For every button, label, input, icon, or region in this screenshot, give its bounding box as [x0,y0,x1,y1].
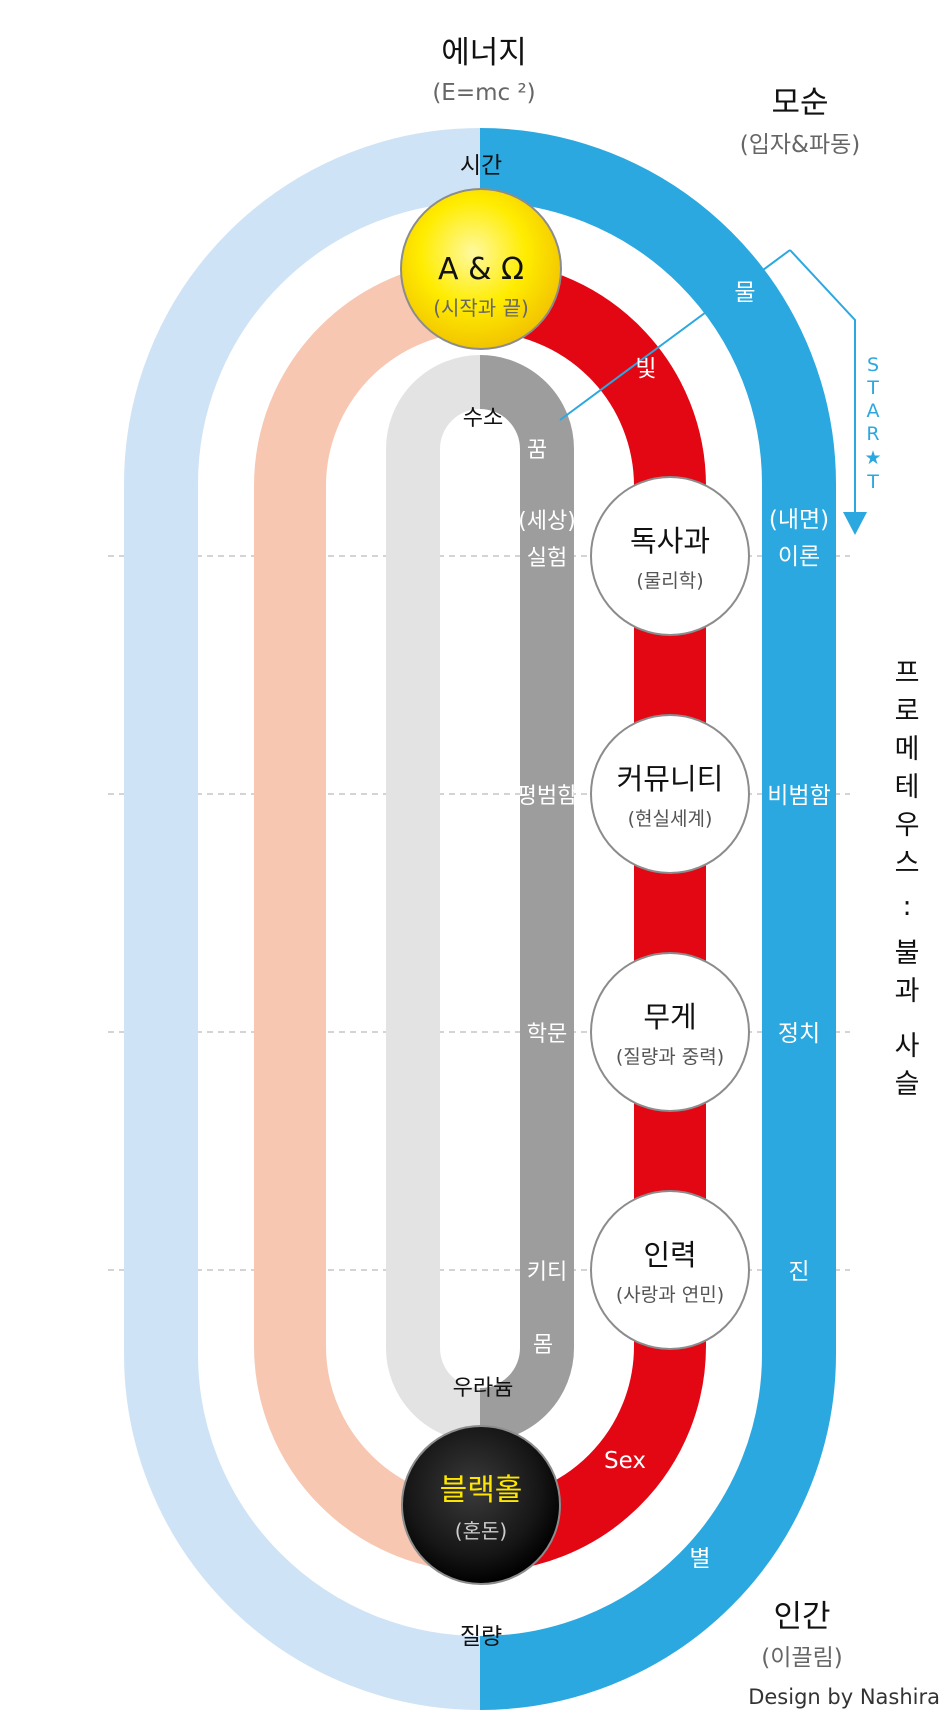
alpha-omega-subtitle: (시작과 끝) [433,296,529,320]
start-letter: A [867,400,880,422]
node-subtitle-2: (현실세계) [628,808,713,830]
truth-label: 진 [788,1259,809,1285]
start-arrow-line [789,249,856,520]
start-label: S T A R ★ T [864,354,881,493]
extraordinary-label: 비범함 [767,783,830,809]
time-label: 시간 [460,153,502,179]
vertical-title: 프 로 메 테 우 스 : 불 과 사 슬 [895,658,920,1100]
alpha-omega-title: A & Ω [438,252,524,287]
hydrogen-label: 수소 [463,406,503,431]
node-subtitle-4: (사랑과 연민) [616,1284,724,1306]
node-circle-1 [590,476,750,636]
start-letter: T [866,471,879,493]
human-subtitle: (이끌림) [761,1645,842,1671]
outer-track-left [124,128,481,1710]
start-letter: S [867,354,879,376]
kitty-label: 키티 [527,1260,567,1285]
start-arrow-head [843,512,867,535]
water-label: 물 [734,280,755,306]
vertical-title-char: 테 [895,772,920,803]
design-credit: Design by Nashira [748,1685,940,1709]
inner-track-right [478,355,574,1442]
vertical-title-char: 메 [895,734,920,765]
vertical-title-char: 과 [895,976,920,1007]
uranium-label: 우라늄 [453,1376,514,1401]
vertical-title-char: 우 [895,810,920,841]
node-title-1: 독사과 [630,524,710,558]
light-label: 빛 [635,356,656,382]
node-title-4: 인력 [643,1238,696,1272]
outer-track-right [479,128,836,1710]
node-circle-3 [590,952,750,1112]
contradiction-subtitle: (입자&파동) [740,132,861,158]
node-circle-2 [590,714,750,874]
vertical-title-char: 불 [895,938,920,969]
start-letter: ★ [864,447,881,469]
node-title-2: 커뮤니티 [617,762,724,796]
connector-line [559,249,791,421]
vertical-title-char: : [902,891,911,922]
study-label: 학문 [527,1022,567,1047]
blackhole-subtitle: (혼돈) [455,1519,507,1543]
vertical-title-char: 사 [895,1031,920,1062]
ordinary-label: 평범함 [517,784,578,809]
politics-label: 정치 [778,1021,820,1047]
sex-label: Sex [604,1448,646,1474]
node-circle-4 [590,1190,750,1350]
node-subtitle-3: (질량과 중력) [616,1046,724,1068]
node-subtitle-1: (물리학) [636,570,703,592]
human-title: 인간 [773,1599,830,1635]
experiment-label-line1: (세상) [518,509,576,534]
theory-label-line2: 이론 [778,544,820,570]
vertical-title-char: 스 [895,848,920,879]
star-label: 별 [689,1546,710,1572]
vertical-title-char: 프 [895,658,920,689]
middle-track-right [479,260,706,1572]
guide-lines [108,555,850,1271]
connector-lines [559,249,856,520]
start-letter: R [866,423,879,445]
mass-label: 질량 [460,1624,502,1650]
dream-label: 꿈 [527,438,547,463]
node-title-3: 무게 [643,1000,696,1034]
alpha-omega-circle [400,188,562,350]
body-label: 몸 [533,1333,553,1358]
theory-label-line1: (내면) [769,507,829,533]
middle-track-left [254,260,481,1572]
blackhole-circle [401,1425,561,1585]
experiment-label-line2: 실험 [527,546,567,571]
vertical-title-char: 로 [895,696,920,727]
energy-title: 에너지 [441,35,527,71]
inner-track-left [386,355,482,1442]
start-letter: T [866,377,879,399]
energy-subtitle: (E=mc ²) [432,80,535,106]
contradiction-title: 모순 [771,85,828,121]
vertical-title-char: 슬 [895,1069,920,1100]
blackhole-title: 블랙홀 [440,1473,523,1508]
